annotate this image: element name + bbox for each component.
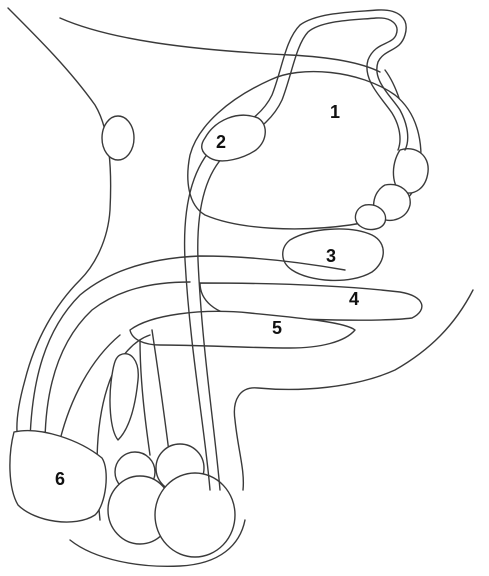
body-outline — [8, 8, 473, 490]
label-2: 2 — [216, 132, 226, 152]
pubic-bone — [102, 116, 134, 160]
label-1: 1 — [330, 102, 340, 122]
testes — [108, 444, 235, 557]
label-4: 4 — [349, 289, 359, 309]
label-6: 6 — [55, 469, 65, 489]
label-5: 5 — [272, 318, 282, 338]
label-3: 3 — [326, 246, 336, 266]
